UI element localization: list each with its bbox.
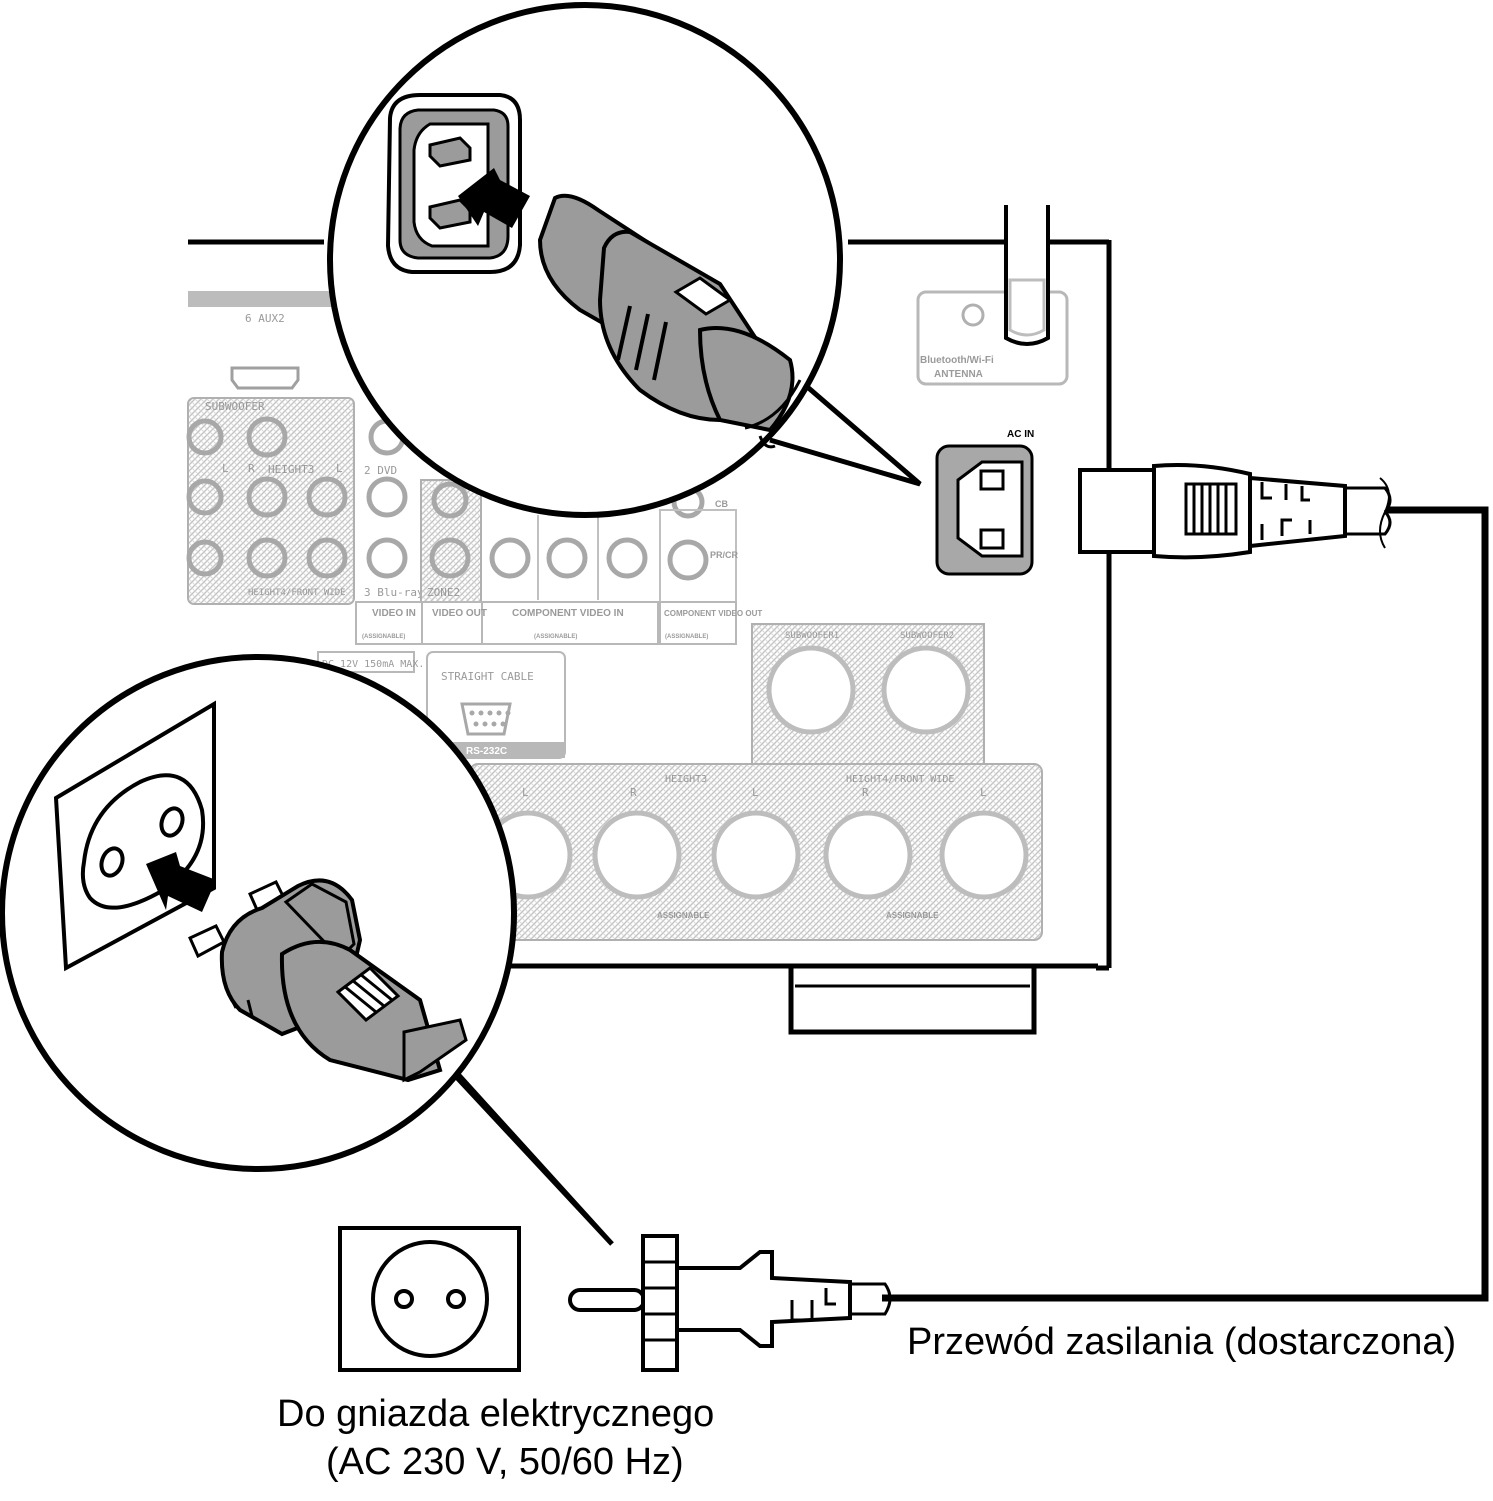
label-l-xlr0: L	[522, 786, 529, 799]
label-height3: HEIGHT3	[268, 463, 314, 476]
receiver-rear-panel: 6 AUX2 SUBWOOFER HEIGHT3 R L L HEIGHT4/F…	[186, 205, 1112, 1035]
label-subwoofer1: SUBWOOFER1	[785, 631, 839, 641]
label-dc-out: DC 12V 150mA MAX.	[322, 659, 424, 670]
label-l-xlr1: L	[752, 786, 759, 799]
label-l: L	[222, 462, 229, 475]
label-dvd: 2 DVD	[364, 464, 397, 477]
label-height3-xlr: HEIGHT3	[665, 774, 707, 785]
label-assignable-3: (ASSIGNABLE)	[665, 634, 708, 640]
label-antenna-line1: Bluetooth/Wi-Fi	[920, 355, 994, 366]
outlet-caption-line1: Do gniazda elektrycznego	[277, 1393, 715, 1435]
label-component-video-in: COMPONENT VIDEO IN	[512, 608, 624, 619]
label-antenna-line2: ANTENNA	[934, 369, 983, 380]
label-component-video-out: COMPONENT VIDEO OUT	[664, 609, 762, 618]
label-assignable-xlr1: ASSIGNABLE	[657, 911, 710, 920]
label-video-out: VIDEO OUT	[432, 608, 487, 619]
callout-wall-socket	[0, 654, 614, 1246]
label-l-xlr2: L	[980, 786, 987, 799]
label-r-xlr2: R	[862, 786, 869, 799]
wall-outlet	[338, 1226, 521, 1372]
wall-plug	[568, 1234, 892, 1372]
label-rs232c: RS-232C	[466, 746, 507, 757]
label-subwoofer2: SUBWOOFER2	[900, 631, 954, 641]
label-r-xlr1: R	[630, 786, 637, 799]
outlet-caption-line2: (AC 230 V, 50/60 Hz)	[326, 1441, 684, 1483]
label-video-in: VIDEO IN	[372, 608, 416, 619]
label-subwoofer: SUBWOOFER	[205, 400, 265, 413]
label-pr-cr: PR/CR	[710, 550, 739, 560]
label-assignable-xlr2: ASSIGNABLE	[886, 911, 939, 920]
label-assignable-2: (ASSIGNABLE)	[534, 634, 577, 640]
label-height4-xlr: HEIGHT4/FRONT WIDE	[846, 774, 954, 785]
iec-connector	[1078, 463, 1392, 560]
cord-caption: Przewód zasilania (dostarczona)	[907, 1321, 1457, 1363]
label-zone2: ZONE2	[427, 586, 460, 599]
label-cb: CB	[715, 499, 728, 509]
callout-iec-inlet	[327, 2, 922, 518]
label-assignable-1: (ASSIGNABLE)	[362, 634, 405, 640]
label-height4-front-wide: HEIGHT4/FRONT WIDE	[248, 588, 346, 598]
label-l-2: L	[336, 462, 343, 475]
label-ac-in: AC IN	[1007, 429, 1034, 440]
label-aux2: 6 AUX2	[245, 312, 285, 325]
label-r: R	[248, 462, 255, 475]
label-straight-cable: STRAIGHT CABLE	[441, 670, 534, 683]
power-cord	[882, 506, 1489, 1302]
label-bluray: 3 Blu-ray	[364, 586, 424, 599]
